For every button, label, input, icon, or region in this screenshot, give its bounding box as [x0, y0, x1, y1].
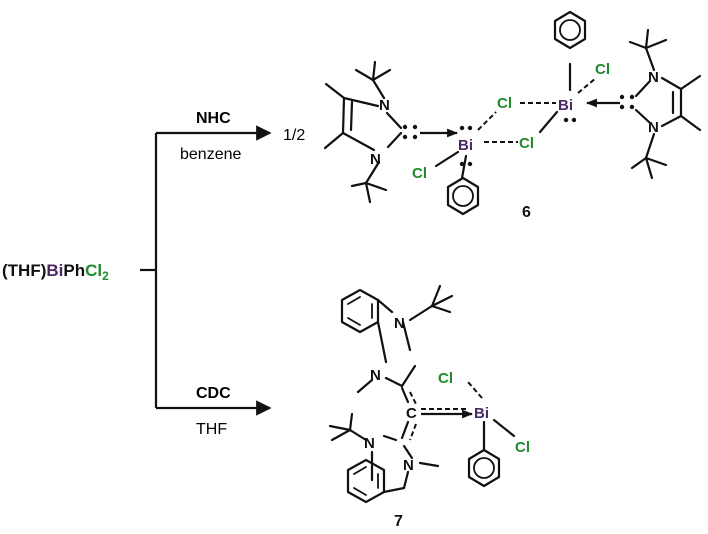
product-6-structure: 1/2 N N Bi [283, 10, 702, 221]
branch-arrows [140, 125, 272, 416]
left-nhc: N N [323, 60, 418, 204]
upper-reagent-label: NHC [196, 110, 231, 127]
left-bismuth: Bi [458, 137, 473, 154]
reactant-subscript: 2 [102, 269, 109, 283]
upper-benzimidazole-n1: N [394, 315, 405, 332]
lower-reagent-label: CDC [196, 385, 231, 402]
reactant-phenyl: Ph [63, 261, 85, 280]
product-7-structure: N N C Bi Cl Cl [328, 284, 530, 530]
upper-benzimidazole: N N [340, 284, 454, 394]
left-phenyl-ring [446, 176, 480, 216]
chlorine-7-upper: Cl [438, 370, 453, 387]
bridging-chlorine-lower: Cl [519, 135, 534, 152]
reactant-thf: (THF) [2, 261, 46, 280]
lower-benzimidazole-n2: N [403, 457, 414, 474]
lower-benzimidazole-n1: N [364, 435, 375, 452]
compound-label-6: 6 [522, 204, 531, 221]
left-nhc-n2: N [370, 151, 381, 168]
bismuth-7: Bi [474, 405, 489, 422]
svg-text:(THF)BiPhCl2: (THF)BiPhCl2 [2, 261, 109, 283]
left-chlorine-terminal: Cl [412, 165, 427, 182]
upper-solvent-label: benzene [180, 146, 241, 163]
compound-label-7: 7 [394, 513, 403, 530]
phenyl-7 [467, 448, 501, 488]
bridging-chlorine-upper: Cl [497, 95, 512, 112]
reactant-bismuth: Bi [46, 261, 63, 280]
right-nhc-n1: N [648, 69, 659, 86]
lower-benzimidazole: N N [328, 412, 440, 504]
upper-benzimidazole-n2: N [370, 367, 381, 384]
right-chlorine-terminal: Cl [595, 61, 610, 78]
lower-solvent-label: THF [196, 421, 227, 438]
right-nhc: N N [619, 28, 702, 180]
central-carbon: C [406, 405, 417, 422]
chlorine-7-lower: Cl [515, 439, 530, 456]
left-nhc-n1: N [379, 97, 390, 114]
right-nhc-n2: N [648, 119, 659, 136]
reactant-chlorine: Cl [85, 261, 102, 280]
right-phenyl-ring [553, 10, 587, 50]
right-bismuth: Bi [558, 97, 573, 114]
reactant-formula: (THF)BiPhCl2 [2, 261, 109, 283]
stoichiometry-fraction: 1/2 [283, 127, 305, 144]
